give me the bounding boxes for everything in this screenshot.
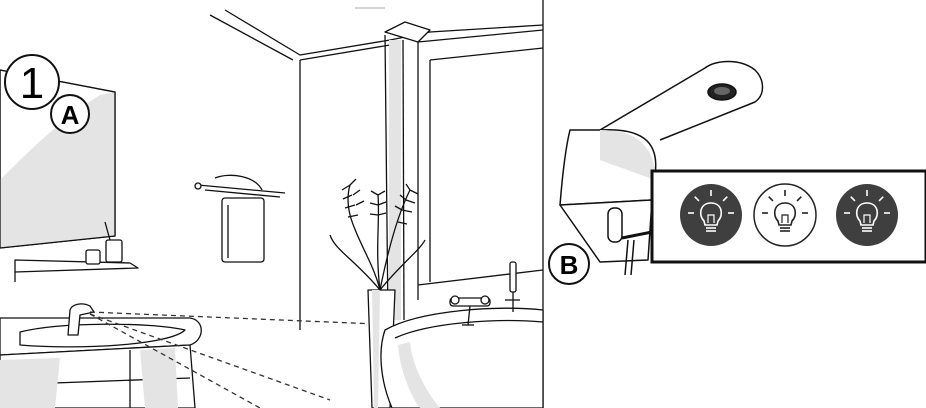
windowsill [417, 269, 544, 286]
sensor-lines [89, 311, 401, 408]
sink-faucet [67, 303, 95, 336]
pillar-left [384, 34, 389, 321]
pillar-top [384, 21, 431, 43]
toothbrush-cup [105, 239, 123, 263]
callout-step-1: 1 [4, 54, 60, 110]
callout-b: B [548, 243, 590, 285]
bulb-dark-left-icon [680, 184, 742, 246]
pillar-shade [389, 40, 401, 320]
hand-shower [505, 261, 520, 312]
callout-a: A [50, 94, 90, 134]
towel-rail [197, 184, 286, 194]
bathroom-scene [0, 0, 544, 408]
svg-text:B: B [560, 250, 579, 280]
tub-mixer [449, 295, 491, 326]
bulb-dark-right-icon [836, 184, 898, 246]
svg-text:A: A [61, 100, 80, 130]
ceiling-edge [224, 9, 544, 56]
svg-text:1: 1 [20, 59, 44, 108]
pointer-line [621, 230, 653, 240]
mirror-reflection [0, 92, 115, 248]
hanging-towel [221, 197, 265, 263]
folded-towel [214, 174, 263, 191]
faucet-closeup [559, 60, 764, 276]
light-indicators [680, 183, 898, 247]
soap-holder [85, 249, 101, 265]
sensor-window [607, 207, 623, 243]
bulb-light-middle-icon [753, 183, 817, 247]
faucet-spout [599, 60, 764, 141]
